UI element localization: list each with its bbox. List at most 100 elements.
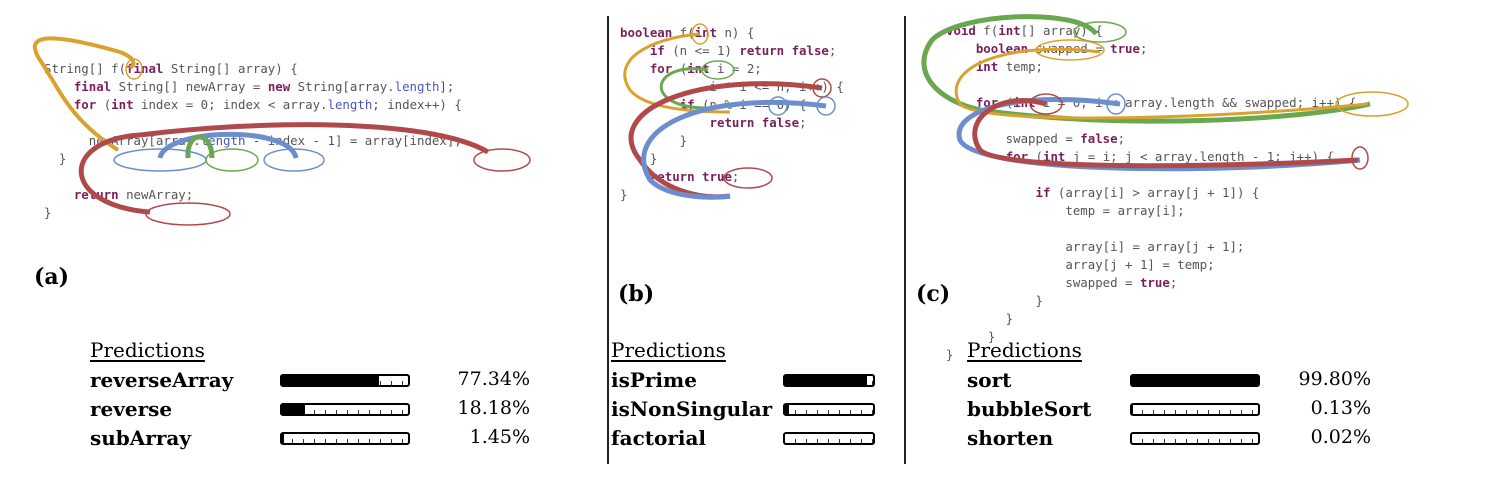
code-token: return false	[709, 115, 800, 130]
code-line: }	[946, 292, 1356, 310]
code-token: newArray[array.	[44, 133, 201, 148]
code-token: ;	[799, 115, 807, 130]
code-token: n) {	[717, 25, 755, 40]
prediction-name: subArray	[90, 426, 191, 450]
code-line: newArray[array.length - index - 1] = arr…	[44, 132, 462, 150]
code-line: for (int j = i; j < array.length - 1; j+…	[946, 148, 1356, 166]
code-token	[44, 79, 74, 94]
code-token	[620, 43, 650, 58]
prediction-bar-fill	[282, 434, 284, 443]
code-token: swapped =	[1028, 41, 1111, 56]
code-line: boolean f(int n) {	[620, 24, 844, 42]
code-token	[946, 95, 976, 110]
code-token: }	[620, 133, 688, 148]
code-token	[946, 149, 1006, 164]
code-line: for (int i = 2;	[620, 60, 844, 78]
panel-divider-2	[904, 16, 906, 464]
prediction-bar	[783, 403, 875, 416]
code-token: String[array.	[290, 79, 395, 94]
prediction-row: factorial	[611, 426, 891, 455]
code-token: ;	[1139, 41, 1148, 56]
code-token: ];	[439, 79, 455, 94]
code-token: (n <= 1)	[664, 43, 740, 58]
code-token: swapped =	[946, 275, 1140, 290]
code-line: }	[44, 150, 462, 168]
code-token: i = 2;	[709, 61, 762, 76]
code-token: f(	[975, 23, 999, 38]
stray-brace-2: }	[946, 348, 954, 362]
code-token: }	[44, 151, 67, 166]
code-line: }	[620, 186, 844, 204]
code-token: for	[975, 95, 999, 110]
code-line: for (int index = 0; index < array.length…	[44, 96, 462, 114]
prediction-percent: 77.34%	[457, 368, 530, 390]
code-line: return true;	[620, 168, 844, 186]
prediction-row: isPrime	[611, 368, 891, 397]
code-token: length	[200, 133, 246, 148]
code-token: ;	[828, 43, 837, 58]
code-line	[946, 112, 1356, 130]
code-token: int	[998, 23, 1021, 38]
code-line	[44, 114, 462, 132]
code-token	[44, 97, 74, 112]
prediction-row: isNonSingular	[611, 397, 891, 426]
prediction-bar-fill	[282, 376, 380, 385]
code-line	[946, 166, 1356, 184]
code-token: }	[620, 187, 628, 202]
code-token: - index - 1] = array[index];	[245, 133, 462, 148]
prediction-bar-fill	[785, 376, 867, 385]
code-token: boolean	[620, 25, 673, 40]
code-token: ; index++) {	[372, 97, 462, 112]
code-token: true	[1110, 41, 1140, 56]
code-line: for (int i = 0; i < array.length && swap…	[946, 94, 1356, 112]
code-token: i = 0; i < array.length && swapped; i++)…	[1035, 95, 1357, 110]
code-token: array[j + 1] = temp;	[946, 257, 1215, 272]
code-line: return false;	[620, 114, 844, 132]
code-token: return false	[739, 43, 829, 58]
code-token: }	[946, 311, 1014, 326]
code-line: swapped = true;	[946, 274, 1356, 292]
prediction-bar-fill	[1132, 376, 1258, 385]
code-line: int temp;	[946, 58, 1356, 76]
prediction-bar	[1130, 374, 1260, 387]
code-line: if (n % i == 0) {	[620, 96, 844, 114]
code-line: swapped = false;	[946, 130, 1356, 148]
prediction-row: subArray 1.45%	[90, 426, 530, 455]
code-token: for	[649, 61, 673, 76]
prediction-name: bubbleSort	[967, 397, 1092, 421]
code-token: [] array) {	[1020, 23, 1103, 38]
code-token	[946, 185, 1036, 200]
code-token: f(	[672, 25, 695, 40]
prediction-bar	[280, 374, 410, 387]
code-snippet-a: String[] f(final String[] array) { final…	[44, 60, 462, 222]
prediction-bar	[280, 432, 410, 445]
prediction-bar-fill	[785, 405, 789, 414]
predictions-heading-c: Predictions	[967, 338, 1082, 362]
code-token: new	[267, 79, 291, 94]
code-line: return newArray;	[44, 186, 462, 204]
code-token: void	[946, 23, 976, 38]
code-token: (	[672, 61, 688, 76]
prediction-name: isNonSingular	[611, 397, 773, 421]
prediction-percent: 18.18%	[457, 397, 530, 419]
code-line: }	[44, 204, 462, 222]
code-line: }	[620, 150, 844, 168]
code-line: }	[946, 310, 1356, 328]
prediction-bar	[1130, 432, 1260, 445]
code-token: (	[998, 95, 1014, 110]
code-token: index = 0; index < array.	[133, 97, 328, 112]
predictions-heading-b: Predictions	[611, 338, 726, 362]
code-token: false	[1080, 131, 1118, 146]
code-line: if (array[i] > array[j + 1]) {	[946, 184, 1356, 202]
prediction-percent: 1.45%	[469, 426, 530, 448]
circle-a-array2	[473, 148, 531, 172]
code-token: (n % i == 0) {	[694, 97, 807, 112]
prediction-name: reverseArray	[90, 368, 234, 392]
code-line: }	[620, 132, 844, 150]
code-token: for	[1005, 149, 1029, 164]
code-token: (array[i] > array[j + 1]) {	[1050, 185, 1260, 200]
